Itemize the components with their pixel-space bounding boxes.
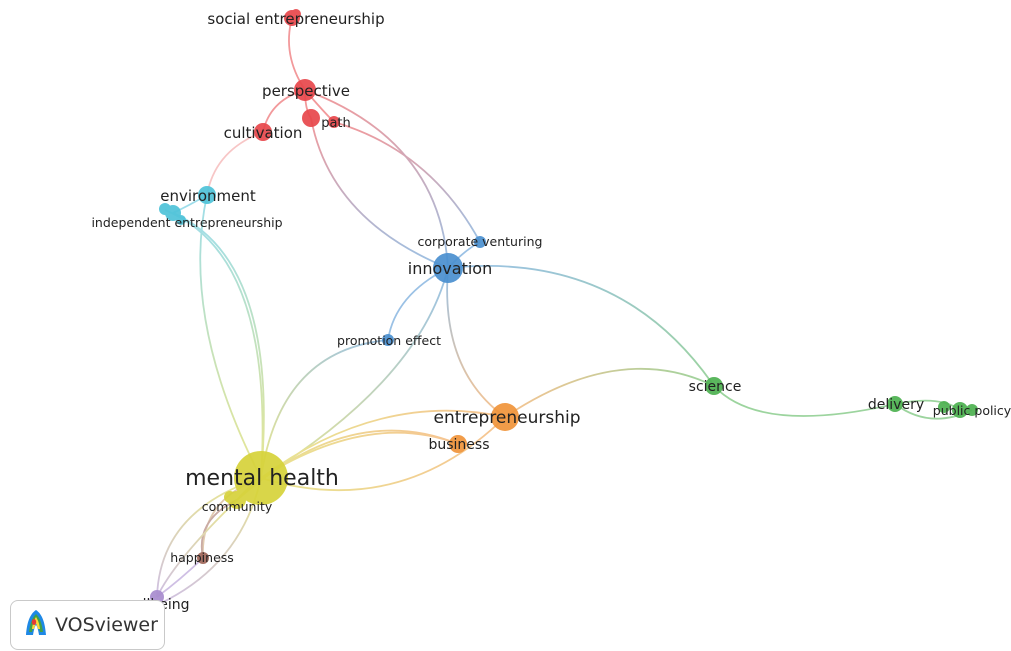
label-delivery: delivery: [868, 397, 924, 413]
label-happiness: happiness: [170, 550, 234, 565]
link-perspective-corporate: [304, 89, 449, 269]
node-environment[interactable]: [198, 186, 216, 204]
link-mh-independent2: [164, 209, 264, 479]
labels: social entrepreneurship perspective path…: [91, 10, 1011, 613]
link-path-innovation: [310, 117, 449, 269]
node-business[interactable]: [449, 435, 467, 453]
link-science-delivery: [713, 385, 896, 417]
label-entrepreneurship: entrepreneurship: [434, 408, 581, 428]
node-public-policy[interactable]: [938, 401, 950, 413]
label-social-entrepreneurship: social entrepreneurship: [207, 10, 384, 28]
nodes: [144, 9, 978, 611]
label-science: science: [689, 379, 742, 395]
label-independent-entrepreneurship: independent entrepreneurship: [91, 215, 282, 230]
label-promotion-effect: promotion effect: [337, 333, 441, 348]
node-path[interactable]: [302, 109, 320, 127]
vosviewer-logo-text: VOSviewer: [55, 614, 158, 636]
node-science[interactable]: [705, 377, 723, 395]
label-community: community: [202, 499, 273, 514]
node-community-2[interactable]: [224, 491, 236, 503]
link-entrepreneurship-science: [504, 367, 715, 418]
node-corporate-venturing[interactable]: [474, 236, 486, 248]
links: [149, 17, 973, 609]
node-independent-entrepreneurship-3[interactable]: [176, 215, 186, 225]
link-promotion-mh: [260, 339, 389, 479]
link-innovation-entrepreneurship: [446, 267, 506, 418]
node-independent-entrepreneurship-2[interactable]: [159, 203, 171, 215]
vosviewer-logo-badge: VOSviewer: [10, 600, 165, 650]
link-mh-independent: [172, 212, 265, 479]
link-mh-entrepreneurship: [260, 409, 506, 479]
link-mh-business2: [260, 416, 506, 492]
node-innovation[interactable]: [433, 253, 463, 283]
node-perspective[interactable]: [294, 79, 316, 101]
label-innovation: innovation: [408, 259, 492, 278]
link-community-wellbeing: [156, 499, 238, 598]
link-mh-environment: [199, 194, 262, 479]
link-innovation-science: [447, 265, 715, 387]
node-entrepreneurship[interactable]: [491, 403, 519, 431]
label-corporate-venturing: corporate venturing: [418, 234, 543, 249]
label-perspective: perspective: [262, 82, 350, 100]
node-path-2[interactable]: [328, 116, 340, 128]
node-cultivation[interactable]: [254, 123, 272, 141]
label-environment: environment: [160, 187, 256, 205]
link-path-corporate: [333, 121, 481, 243]
node-social-entrepreneurship-2[interactable]: [291, 9, 301, 19]
node-public-policy-3[interactable]: [966, 404, 978, 416]
label-public-policy: public policy: [933, 403, 1011, 418]
link-innovation-mh: [260, 267, 449, 479]
label-mental-health: mental health: [185, 466, 339, 491]
label-business: business: [428, 437, 489, 453]
node-delivery[interactable]: [887, 396, 903, 412]
vosviewer-heatmap-icon: [23, 608, 49, 642]
label-path: path: [321, 116, 351, 131]
node-public-policy-2[interactable]: [952, 402, 968, 418]
link-social-perspective: [288, 17, 306, 91]
node-mental-health[interactable]: [234, 451, 288, 505]
node-happiness[interactable]: [197, 552, 209, 564]
label-cultivation: cultivation: [224, 124, 303, 142]
node-promotion-effect[interactable]: [382, 334, 394, 346]
